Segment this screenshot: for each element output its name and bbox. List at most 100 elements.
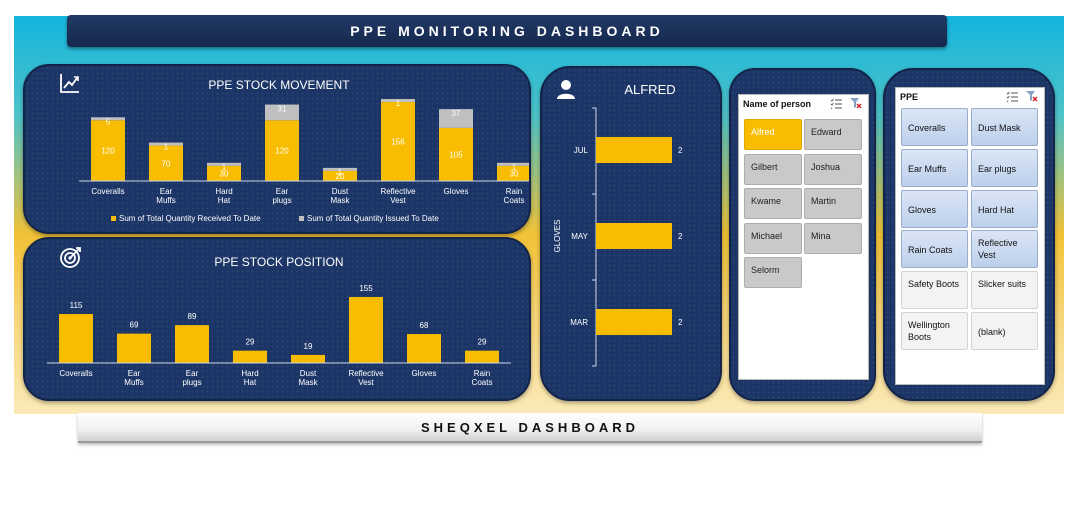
ppe-option-ear-plugs[interactable]: Ear plugs: [971, 148, 1038, 187]
gloves-value-label: 2: [678, 232, 683, 241]
position-bar: [407, 334, 441, 363]
person-option-kwame[interactable]: Kwame: [744, 188, 802, 219]
issued-bar: [381, 99, 415, 103]
ppe-option-dust-mask[interactable]: Dust Mask: [971, 108, 1038, 146]
issued-value-label: 1: [164, 143, 169, 152]
ppe-option-reflective-vest[interactable]: Reflective Vest: [971, 230, 1038, 269]
clear-filter-icon[interactable]: [1026, 91, 1038, 102]
position-bar: [175, 325, 209, 363]
legend-issued-label: Sum of Total Quantity Issued To Date: [307, 214, 439, 223]
legend-swatch-received: [111, 216, 116, 221]
issued-bar: [91, 117, 125, 121]
person-option-martin[interactable]: Martin: [804, 188, 862, 219]
gloves-value-label: 2: [678, 146, 683, 155]
person-slicer-title: Name of person: [743, 99, 812, 109]
received-bar: [439, 127, 473, 181]
received-value-label: 156: [391, 138, 405, 147]
position-bar: [233, 350, 267, 363]
category-label: Coveralls: [91, 187, 124, 196]
received-bar: [149, 145, 183, 181]
issued-value-label: 1: [396, 99, 401, 108]
clear-filter-icon[interactable]: [850, 98, 862, 109]
ppe-slicer-title: PPE: [900, 92, 919, 102]
received-value-label: 70: [162, 159, 171, 168]
ppe-option-coveralls[interactable]: Coveralls: [901, 108, 968, 146]
issued-bar: [265, 104, 299, 121]
ppe-option-wellington-boots[interactable]: Wellington Boots: [901, 312, 968, 350]
position-value-label: 115: [70, 301, 83, 310]
received-bar: [207, 165, 241, 181]
position-bar: [465, 350, 499, 363]
position-value-label: 69: [130, 321, 139, 330]
received-bar: [265, 120, 299, 181]
received-value-label: 120: [101, 147, 115, 156]
received-value-label: 105: [449, 150, 463, 159]
footer-title: SHEQXEL DASHBOARD: [78, 413, 982, 443]
person-option-alfred[interactable]: Alfred: [744, 119, 802, 150]
legend-received-label: Sum of Total Quantity Received To Date: [119, 214, 261, 223]
stock-movement-title: PPE STOCK MOVEMENT: [208, 78, 350, 92]
issued-bar: [323, 167, 357, 171]
person-option-michael[interactable]: Michael: [744, 222, 802, 254]
ppe-option-gloves[interactable]: Gloves: [901, 189, 968, 228]
person-icon: [557, 80, 575, 99]
gloves-bar: [596, 137, 672, 163]
ppe-option-ear-muffs[interactable]: Ear Muffs: [901, 148, 968, 187]
month-label: JUL: [574, 146, 589, 155]
person-option-joshua[interactable]: Joshua: [804, 153, 862, 185]
received-value-label: 30: [510, 169, 519, 178]
person-option-edward[interactable]: Edward: [804, 119, 862, 150]
position-value-label: 29: [246, 338, 255, 347]
gloves-bar: [596, 223, 672, 249]
position-value-label: 68: [420, 321, 429, 330]
received-value-label: 20: [336, 172, 345, 181]
line-chart-icon: [60, 74, 79, 93]
position-bar: [349, 297, 383, 363]
position-value-label: 19: [304, 342, 313, 351]
position-value-label: 89: [188, 312, 197, 321]
received-bar: [323, 170, 357, 181]
person-option-gilbert[interactable]: Gilbert: [744, 153, 802, 185]
multi-select-icon[interactable]: [1006, 91, 1018, 102]
position-value-label: 29: [478, 338, 487, 347]
ppe-option-hard-hat[interactable]: Hard Hat: [971, 189, 1038, 228]
issued-value-label: 31: [278, 105, 287, 114]
ppe-option-rain-coats[interactable]: Rain Coats: [901, 230, 968, 269]
person-chart-title: ALFRED: [624, 82, 676, 97]
gloves-bar: [596, 309, 672, 335]
ppe-option-blank[interactable]: (blank): [971, 312, 1038, 350]
ppe-option-safety-boots[interactable]: Safety Boots: [901, 271, 968, 310]
issued-value-label: 1: [338, 168, 343, 177]
position-bar: [117, 333, 151, 363]
person-option-selorm[interactable]: Selorm: [744, 257, 802, 288]
received-bar: [497, 165, 529, 181]
month-label: MAR: [570, 318, 588, 327]
person-option-mina[interactable]: Mina: [804, 222, 862, 254]
category-label: Coveralls: [59, 369, 92, 378]
ppe-option-slicker-suits[interactable]: Slicker suits: [971, 271, 1038, 310]
received-value-label: 30: [220, 169, 229, 178]
position-bar: [59, 314, 93, 363]
gloves-value-label: 2: [678, 318, 683, 327]
received-value-label: 120: [275, 147, 289, 156]
issued-value-label: 1: [222, 163, 227, 172]
multi-select-icon[interactable]: [830, 98, 842, 109]
position-value-label: 155: [359, 284, 373, 293]
